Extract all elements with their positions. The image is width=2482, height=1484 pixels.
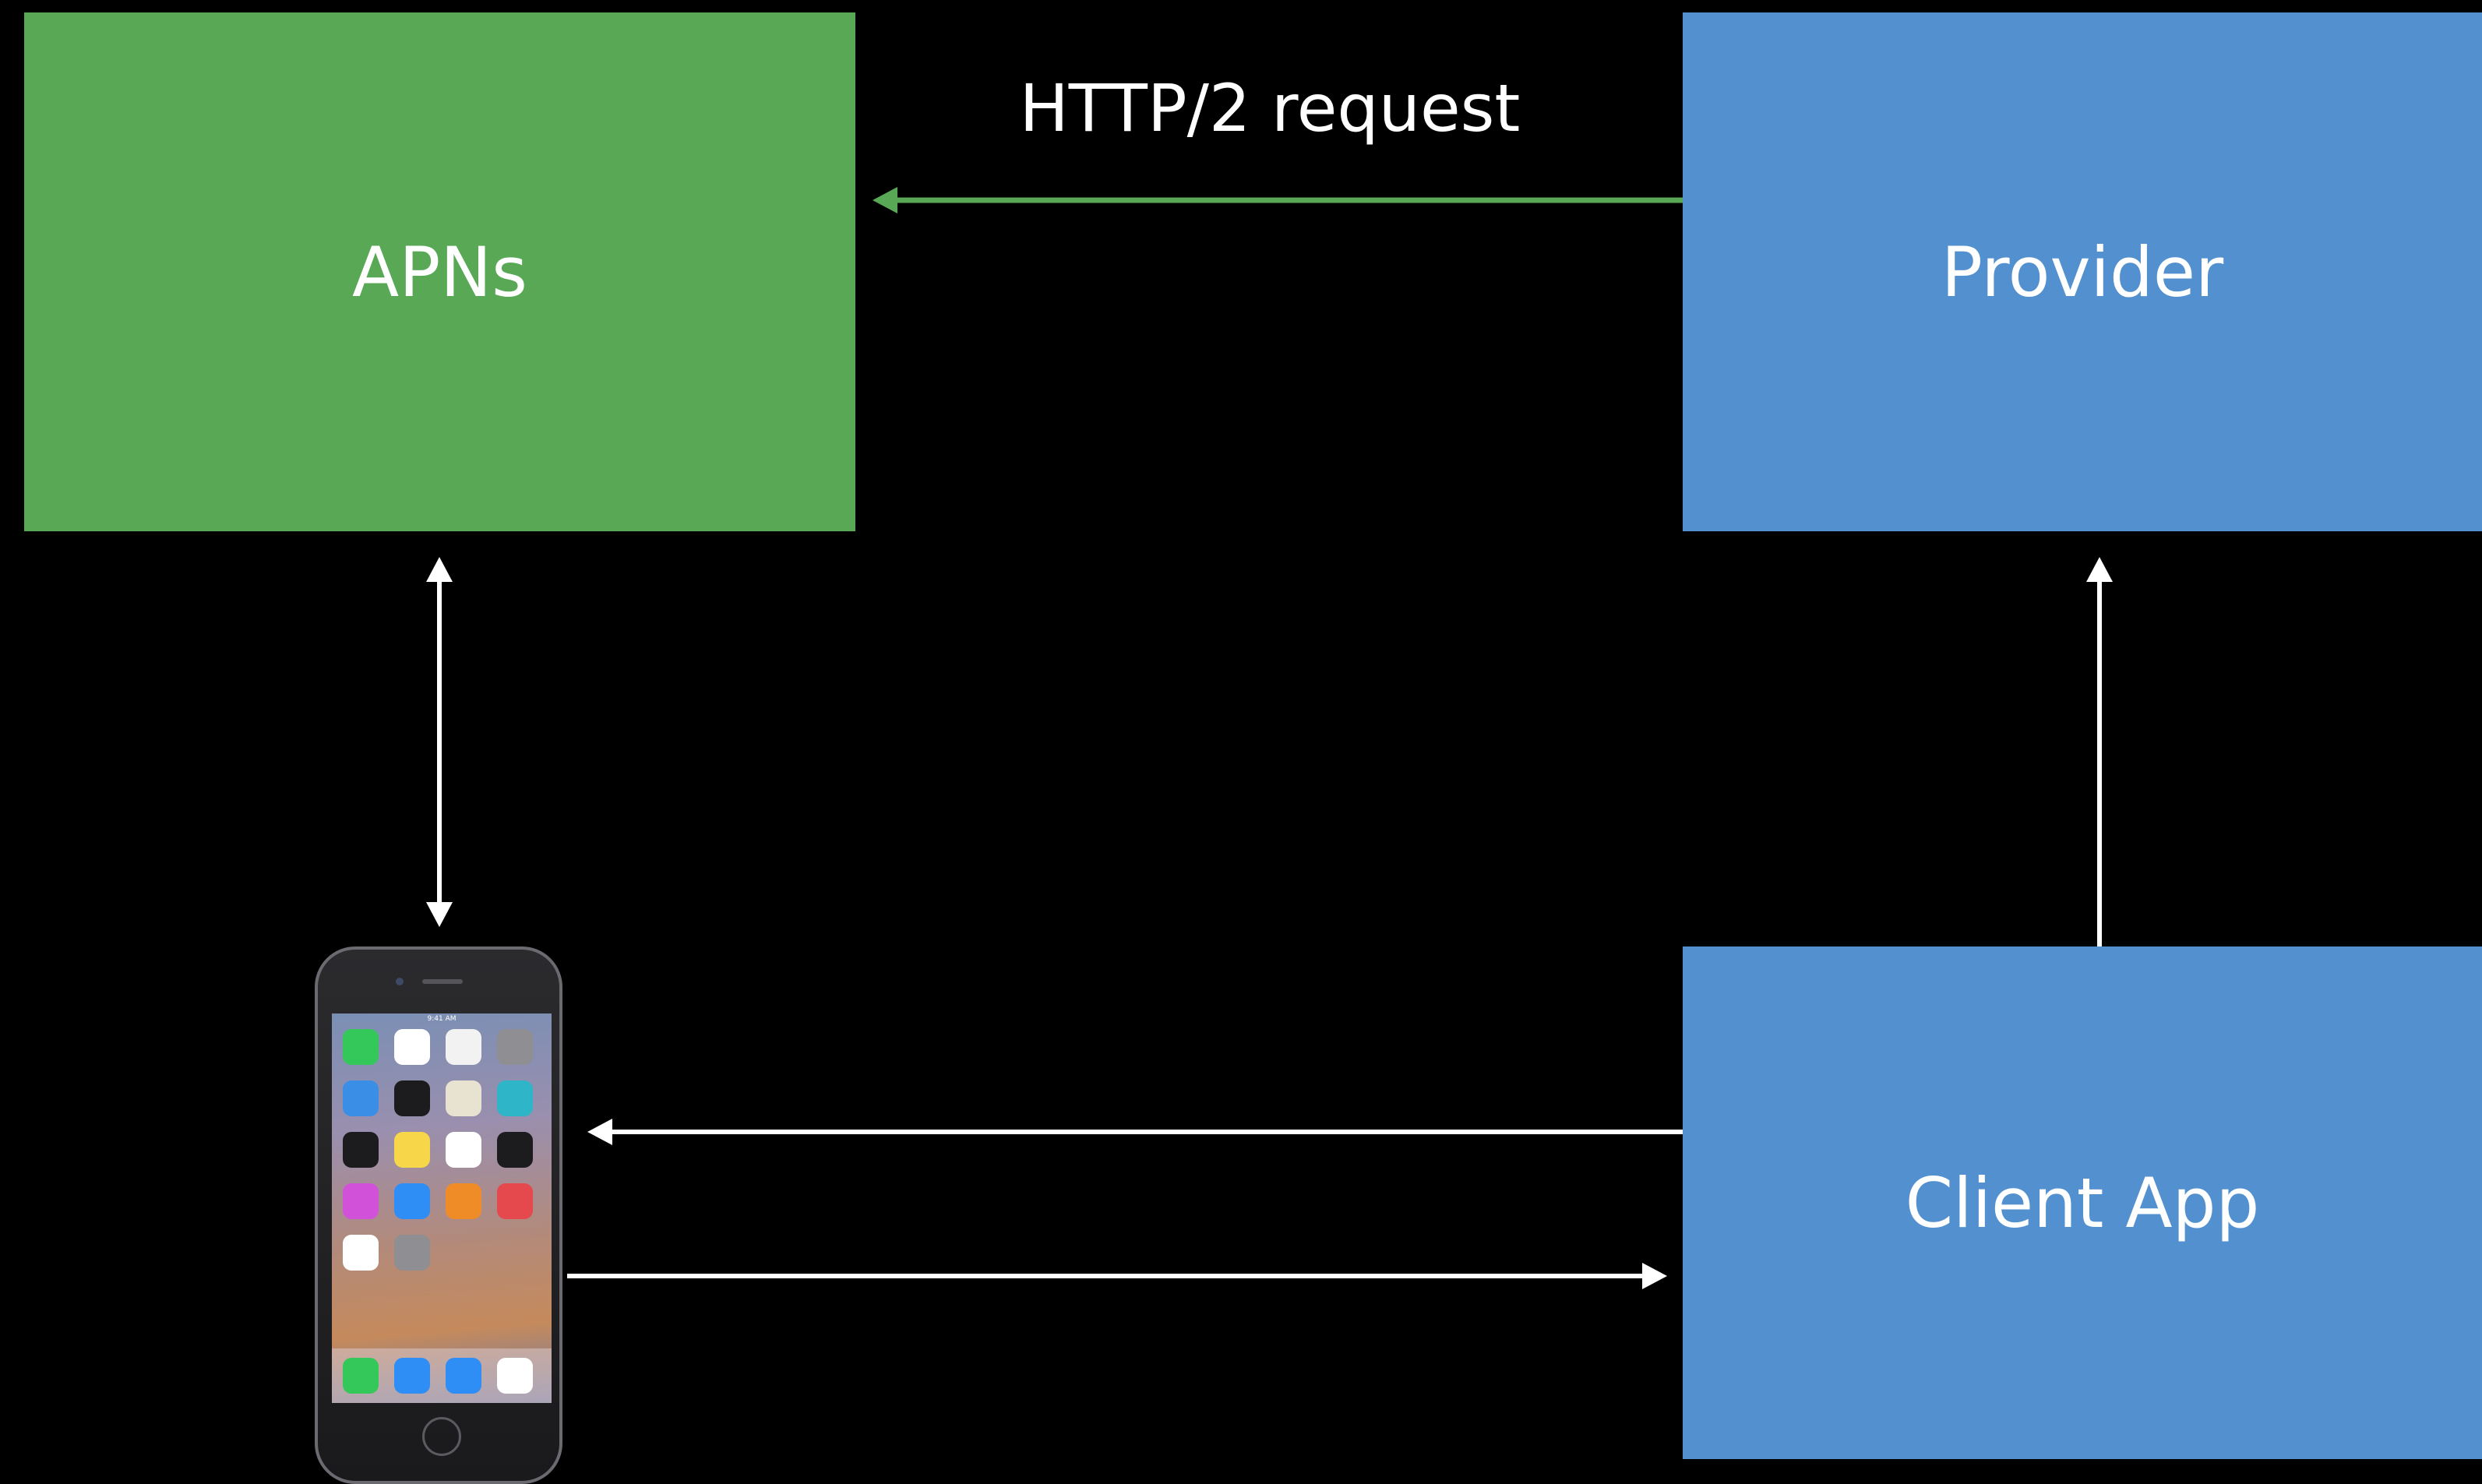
maps-icon [446,1080,481,1116]
mail-icon [446,1358,481,1394]
front-camera [396,978,404,985]
client-app-node: Client App [1683,946,2482,1459]
apns-label: APNs [352,231,527,312]
settings-icon [394,1235,430,1271]
books-icon [446,1183,481,1219]
messages-icon [343,1029,379,1065]
clock-icon [394,1080,430,1116]
safari-icon [394,1358,430,1394]
weather-icon [343,1080,379,1116]
app-store-icon [394,1183,430,1219]
stocks-icon [497,1132,533,1168]
phone-app-icon [343,1358,379,1394]
camera-icon [497,1029,533,1065]
provider-label: Provider [1941,231,2224,312]
client-to-device-arrow [587,1119,1683,1145]
news-icon [497,1183,533,1219]
earpiece-speaker [422,979,463,984]
wallet-icon [343,1132,379,1168]
home-screen: 9:41 AM [332,1013,552,1403]
client-to-provider-arrow [2086,557,2113,946]
home-button [422,1417,461,1456]
notes-icon [394,1132,430,1168]
http2-request-label: HTTP/2 request [1019,70,1521,146]
iphone-icon: 9:41 AM [315,946,562,1484]
videos-icon [497,1080,533,1116]
apns-node: APNs [24,12,855,531]
dock [332,1348,552,1403]
provider-to-apns-arrow [873,187,1683,213]
health-icon [343,1235,379,1271]
iphone-device: 9:41 AM [315,946,566,1484]
reminders-icon [446,1132,481,1168]
provider-node: Provider [1683,12,2482,531]
calendar-icon [394,1029,430,1065]
apns-device-arrow [426,557,453,927]
music-icon [497,1358,533,1394]
dock-icon-grid [343,1358,533,1394]
device-to-client-arrow [567,1263,1667,1289]
client-app-label: Client App [1905,1162,2260,1243]
photos-icon [446,1029,481,1065]
app-icon-grid [343,1029,541,1271]
status-bar-time: 9:41 AM [427,1015,457,1023]
itunes-store-icon [343,1183,379,1219]
